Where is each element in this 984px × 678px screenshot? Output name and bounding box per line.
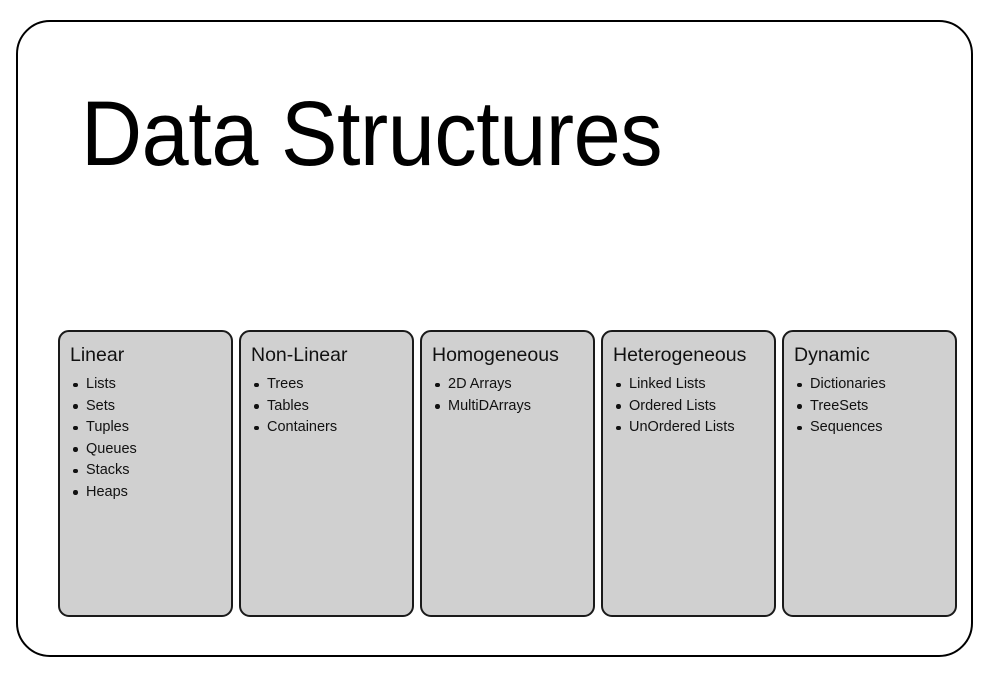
list-item-label: Linked Lists xyxy=(629,376,706,392)
bullet-icon xyxy=(616,404,621,409)
list-item: Heaps xyxy=(70,482,223,504)
bullet-icon xyxy=(616,382,621,387)
bullet-icon xyxy=(254,425,259,430)
list-item: Stacks xyxy=(70,460,223,482)
bullet-icon xyxy=(616,425,621,430)
list-item-label: UnOrdered Lists xyxy=(629,419,735,435)
card-heading: Heterogeneous xyxy=(613,344,747,366)
bullet-icon xyxy=(73,425,78,430)
list-item: Queues xyxy=(70,439,223,461)
list-item: Trees xyxy=(251,374,404,396)
page-title: Data Structures xyxy=(81,83,663,185)
bullet-icon xyxy=(73,447,78,452)
bullet-icon xyxy=(73,490,78,495)
list-item-label: Heaps xyxy=(86,483,128,500)
list-item-label: Trees xyxy=(267,376,304,392)
list-item-label: Stacks xyxy=(86,462,130,478)
list-item-label: TreeSets xyxy=(810,397,869,414)
list-item: Ordered Lists xyxy=(613,396,766,418)
bullet-icon xyxy=(435,404,440,409)
list-item: Sequences xyxy=(794,417,947,439)
bullet-icon xyxy=(797,382,802,387)
bullet-icon xyxy=(73,382,78,387)
list-item: Sets xyxy=(70,396,223,418)
list-item-label: Sequences xyxy=(810,419,883,435)
list-item: Containers xyxy=(251,417,404,439)
list-item: MultiDArrays xyxy=(432,396,585,418)
bullet-icon xyxy=(797,425,802,430)
card-heading: Non-Linear xyxy=(251,344,348,366)
card-heading: Linear xyxy=(70,344,125,366)
list-item: TreeSets xyxy=(794,396,947,418)
list-item-label: Tables xyxy=(267,397,309,414)
list-item-label: MultiDArrays xyxy=(448,397,531,414)
list-item: 2D Arrays xyxy=(432,374,585,396)
list-item-label: Containers xyxy=(267,419,338,435)
list-item-label: Queues xyxy=(86,440,137,457)
list-item-label: Lists xyxy=(86,376,116,392)
card-heading: Dynamic xyxy=(794,344,870,366)
bullet-icon xyxy=(73,404,78,409)
list-item-label: 2D Arrays xyxy=(448,376,512,392)
list-item: Tuples xyxy=(70,417,223,439)
list-item-label: Sets xyxy=(86,397,116,414)
list-item-label: Tuples xyxy=(86,419,129,435)
bullet-icon xyxy=(254,382,259,387)
list-item: Dictionaries xyxy=(794,374,947,396)
card-heading: Homogeneous xyxy=(432,344,559,366)
bullet-icon xyxy=(435,382,440,387)
bullet-icon xyxy=(797,404,802,409)
list-item: UnOrdered Lists xyxy=(613,417,766,439)
list-item-label: Ordered Lists xyxy=(629,397,717,414)
list-item: Linked Lists xyxy=(613,374,766,396)
list-item: Tables xyxy=(251,396,404,418)
bullet-icon xyxy=(73,468,78,473)
list-item-label: Dictionaries xyxy=(810,376,886,392)
list-item: Lists xyxy=(70,374,223,396)
bullet-icon xyxy=(254,404,259,409)
